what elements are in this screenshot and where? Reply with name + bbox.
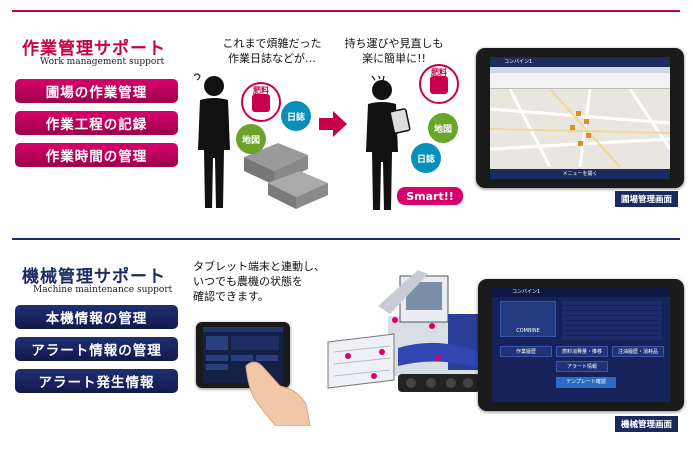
machine-callout: タブレット端末と連動し、 いつでも農機の状態を 確認できます。 bbox=[193, 259, 333, 304]
field-management-tablet: コンバイン1 メニューを開く bbox=[476, 48, 684, 188]
callout-before-line1: これまで煩雑だった bbox=[222, 37, 322, 50]
machine-screen-tab: コンバイン1 bbox=[512, 289, 541, 295]
field-screen-menu-button[interactable]: メニューを開く bbox=[490, 169, 670, 179]
work-item-field-management: 圃場の作業管理 bbox=[15, 79, 178, 103]
hand-illustration bbox=[245, 361, 311, 426]
section-divider-work bbox=[12, 10, 680, 12]
work-history-button[interactable]: 作業履歴 bbox=[500, 346, 552, 357]
field-screen-topbar: コンバイン1 bbox=[490, 57, 670, 67]
fertilizer-scale-icon: 肥料 bbox=[241, 80, 281, 124]
machine-item-alert-management: アラート情報の管理 bbox=[15, 337, 178, 361]
machine-screen-logo: COMBINE bbox=[516, 328, 540, 334]
machine-callout-line3: 確認できます。 bbox=[193, 290, 269, 303]
machine-callout-line2: いつでも農機の状態を bbox=[193, 275, 303, 288]
person-with-tablet-illustration bbox=[366, 76, 411, 210]
machine-management-caption: 機械管理画面 bbox=[615, 416, 679, 432]
work-section-title: 作業管理サポート bbox=[22, 39, 166, 59]
fuel-consumption-button[interactable]: 燃料消費量・推移 bbox=[556, 346, 608, 357]
field-map bbox=[490, 89, 670, 167]
diary-bubble-after: 日誌 bbox=[411, 143, 441, 173]
callout-after-line1: 持ち運びや見直しも bbox=[344, 37, 444, 50]
callout-after: 持ち運びや見直しも 楽に簡単に!! bbox=[335, 36, 453, 66]
template-check-button[interactable]: テンプレート確認 bbox=[556, 377, 616, 388]
diary-bubble: 日誌 bbox=[281, 101, 311, 131]
machine-management-tablet: コンバイン1 COMBINE 作業履歴 燃料消費量・推移 注油履歴・消耗品 アラ… bbox=[478, 279, 684, 411]
callout-before-line2: 作業日誌などが… bbox=[228, 52, 316, 65]
arrow-right-icon bbox=[319, 111, 347, 137]
machine-item-alert-occurrence: アラート発生情報 bbox=[15, 369, 178, 393]
field-management-caption: 圃場管理画面 bbox=[615, 191, 679, 207]
person-confused-illustration bbox=[193, 73, 230, 208]
work-section-subtitle: Work management support bbox=[40, 57, 165, 67]
machine-screen-topbar: コンバイン1 bbox=[492, 288, 670, 297]
section-divider-machine bbox=[12, 238, 680, 240]
work-item-process-record: 作業工程の記録 bbox=[15, 111, 178, 135]
small-tablet bbox=[196, 322, 290, 388]
map-bubble: 地図 bbox=[236, 124, 266, 154]
field-screen-tab: コンバイン1 bbox=[504, 59, 533, 65]
machine-info-table bbox=[562, 301, 662, 341]
combine-harvester-illustration bbox=[327, 270, 480, 392]
lubrication-history-button[interactable]: 注油履歴・消耗品 bbox=[612, 346, 664, 357]
alert-info-button[interactable]: アラート情報 bbox=[556, 361, 608, 372]
machine-management-screen: コンバイン1 COMBINE 作業履歴 燃料消費量・推移 注油履歴・消耗品 アラ… bbox=[492, 288, 670, 402]
fertilizer-label: 肥料 bbox=[253, 86, 269, 95]
field-screen-table bbox=[490, 67, 670, 89]
machine-callout-line1: タブレット端末と連動し、 bbox=[193, 260, 325, 273]
work-item-time-management: 作業時間の管理 bbox=[15, 143, 178, 167]
smart-badge: Smart!! bbox=[397, 187, 463, 205]
map-bubble-after: 地図 bbox=[428, 113, 458, 143]
paper-pile-illustration bbox=[244, 143, 328, 209]
machine-section-subtitle: Machine maintenance support bbox=[33, 285, 173, 295]
fertilizer-scale-icon-after: 肥料 bbox=[419, 62, 459, 106]
fertilizer-label-after: 肥料 bbox=[431, 68, 447, 77]
callout-before: これまで煩雑だった 作業日誌などが… bbox=[212, 36, 332, 66]
machine-section-title: 機械管理サポート bbox=[22, 267, 166, 287]
machine-item-info-management: 本機情報の管理 bbox=[15, 305, 178, 329]
callout-after-line2: 楽に簡単に!! bbox=[362, 52, 426, 65]
field-management-screen: コンバイン1 メニューを開く bbox=[490, 57, 670, 179]
machine-image-panel: COMBINE bbox=[500, 301, 556, 337]
small-tablet-screen bbox=[203, 327, 283, 383]
